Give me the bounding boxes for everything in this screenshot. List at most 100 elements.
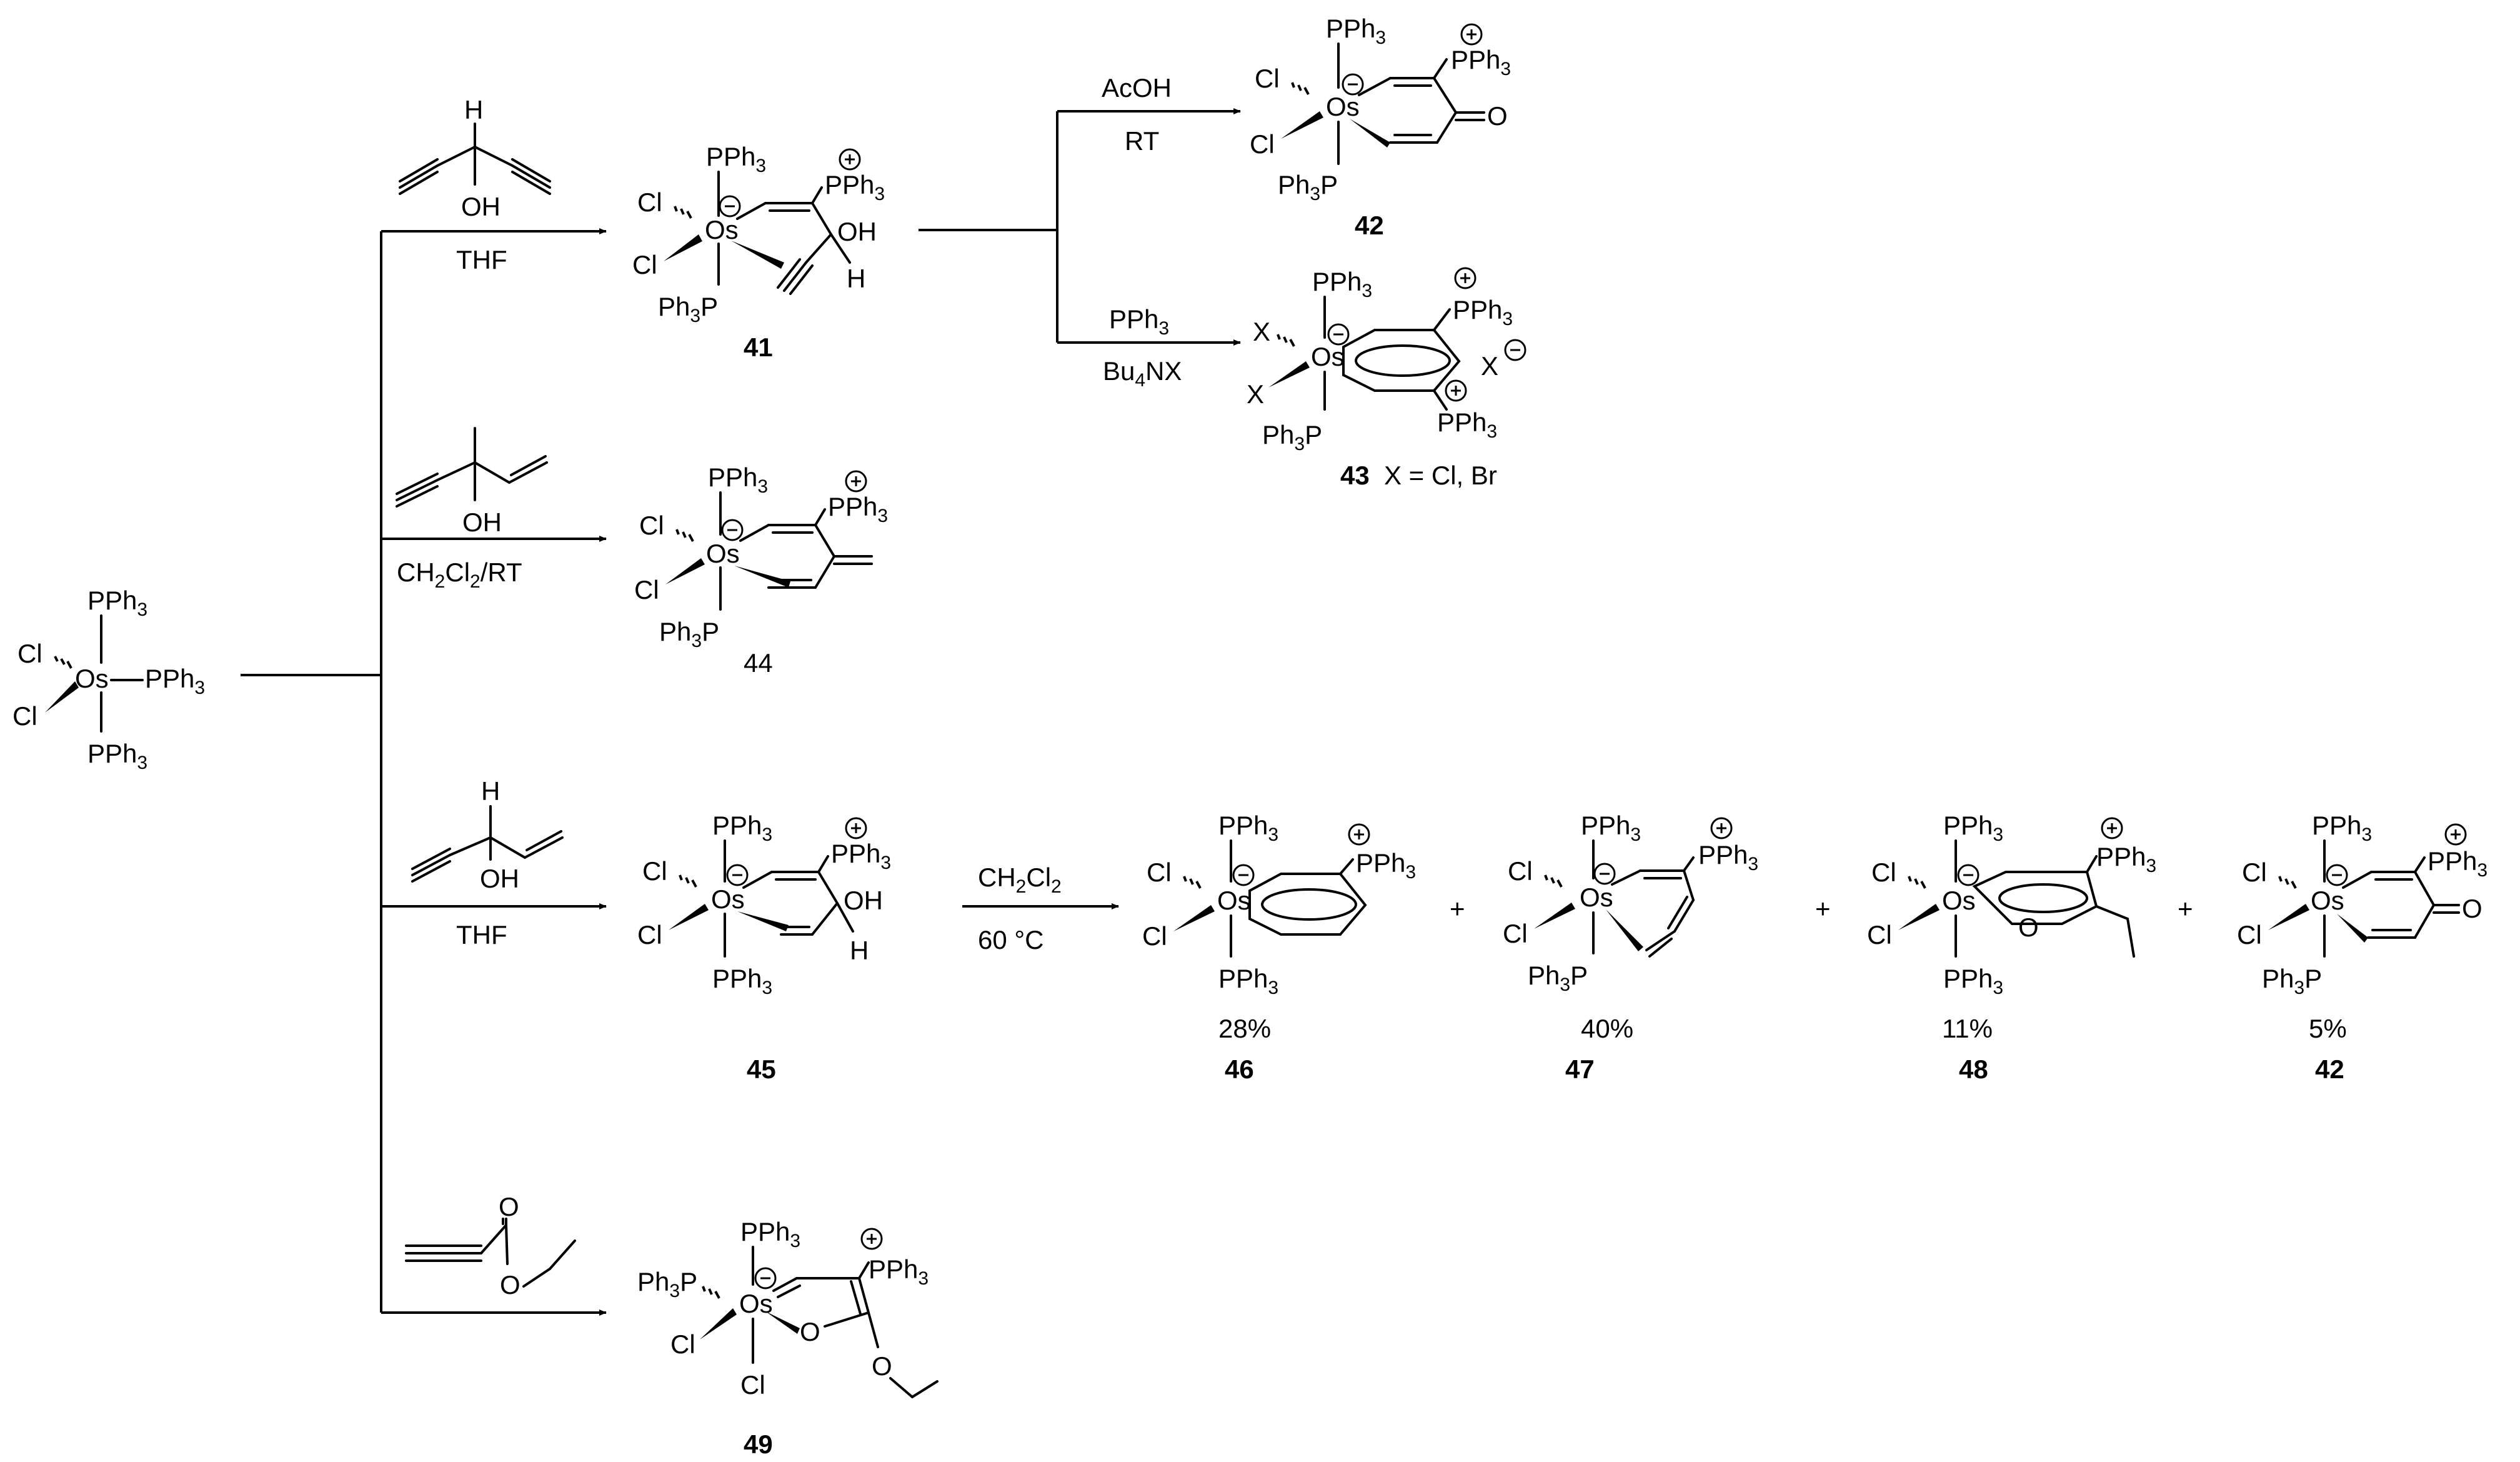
counterion-x: X — [1481, 351, 1498, 381]
carbonyl-o: O — [499, 1192, 519, 1221]
hash-bond — [1183, 876, 1202, 889]
pph3-cation: PPh3 — [1451, 45, 1511, 79]
cation-charge — [1460, 23, 1483, 46]
ligand-cl: Cl — [1871, 858, 1896, 887]
anion-charge — [2326, 864, 2348, 886]
split-arrows-41: AcOH RT PPh3 Bu4NX — [919, 73, 1241, 391]
reagent-acoh: AcOH — [1102, 73, 1172, 103]
oh-group: OH — [844, 886, 883, 915]
bond — [436, 146, 476, 167]
ligand-x: X — [1247, 379, 1264, 409]
bond — [811, 202, 832, 236]
h-atom: H — [464, 95, 483, 124]
bond — [396, 485, 439, 508]
bond — [511, 158, 551, 183]
wedge-bond — [1534, 903, 1575, 929]
bond — [814, 555, 835, 589]
bond — [411, 854, 451, 876]
ligand-ph3p: Ph3P — [637, 1267, 697, 1301]
wedge-bond — [664, 234, 702, 261]
bond — [814, 508, 826, 526]
bond — [817, 871, 839, 904]
wedge-bond — [45, 681, 79, 713]
bond — [411, 860, 451, 883]
anion-charge — [726, 864, 749, 886]
ligand-cl: Cl — [642, 856, 667, 886]
cation-charge — [2101, 817, 2123, 839]
bond — [1433, 58, 1448, 79]
ligand-pph3: PPh3 — [706, 142, 766, 176]
plus-sign: + — [1815, 894, 1831, 923]
hash-bond — [1544, 874, 1563, 888]
anion-charge — [1504, 339, 1526, 361]
bond — [772, 1277, 798, 1292]
ligand-ph3p: Ph3P — [1262, 420, 1322, 454]
aromatic-circle — [1261, 888, 1357, 921]
yield-42: 5% — [2309, 1014, 2347, 1043]
compound-43: PPh3 Os X X Ph3P PPh3 PPh3 X 43 X = Cl, … — [1247, 267, 1526, 490]
plus-sign: + — [1450, 894, 1465, 923]
bond — [525, 830, 562, 851]
branch-lines — [241, 228, 607, 1316]
bond — [505, 1224, 509, 1265]
ring-o: O — [800, 1317, 820, 1346]
cation-charge — [1710, 817, 1733, 839]
bond — [436, 461, 476, 481]
pph3-cation: PPh3 — [828, 492, 888, 526]
ligand-pph3: PPh3 — [708, 463, 768, 497]
aromatic-circle — [1998, 883, 2088, 913]
ligand-cl: Cl — [1250, 129, 1275, 159]
h-atom: H — [481, 776, 500, 806]
bond — [524, 836, 564, 859]
yield-48: 11% — [1942, 1014, 1993, 1043]
ligand-ph3p: Ph3P — [659, 617, 719, 651]
bond — [777, 1284, 801, 1298]
ligand-ph3p: Ph3P — [2262, 964, 2322, 998]
pph3-cation: PPh3 — [1698, 840, 1758, 874]
compound-42-label: 42 — [1355, 211, 1384, 240]
compound-44-label: 44 — [744, 648, 773, 678]
bond — [817, 855, 829, 873]
compound-45: PPh3 Os Cl Cl PPh3 PPh3 OH H 45 — [637, 811, 891, 1084]
pph3-cation: PPh3 — [869, 1254, 929, 1289]
bond — [814, 524, 835, 558]
bond — [739, 524, 770, 542]
ligand-cl: Cl — [634, 575, 659, 604]
bond — [449, 836, 492, 856]
cation-charge — [845, 817, 867, 839]
h-atom: H — [847, 264, 865, 293]
yield-46: 28% — [1218, 1014, 1271, 1043]
bond — [474, 461, 510, 484]
hash-bond — [675, 529, 694, 542]
wedge-bond — [1268, 361, 1310, 388]
ligand-ph3p: Ph3P — [1278, 170, 1338, 204]
ester-o: O — [872, 1351, 892, 1381]
compound-46: PPh3 Os Cl Cl PPh3 PPh3 28% 46 — [1142, 811, 1416, 1084]
pph3-cation: PPh3 — [2428, 846, 2488, 881]
compound-42: PPh3 Os Cl Cl Ph3P PPh3 O 42 — [1250, 14, 1511, 240]
anion-charge — [1342, 73, 1364, 96]
metal-os: Os — [1217, 886, 1251, 915]
bond — [867, 1311, 879, 1348]
anion-charge — [1232, 864, 1255, 886]
temperature: 60 °C — [978, 925, 1044, 954]
compound-47-label: 47 — [1565, 1054, 1595, 1084]
ligand-pph3: PPh3 — [1326, 14, 1386, 48]
bond — [2342, 871, 2373, 889]
metal-os: Os — [739, 1289, 773, 1318]
metal-os: Os — [2311, 886, 2344, 915]
bond — [811, 902, 839, 936]
ester-o: O — [500, 1270, 520, 1299]
metal-os: Os — [1942, 886, 1976, 915]
bond — [889, 1377, 914, 1398]
wedge-bond — [700, 1308, 737, 1339]
ligand-cl: Cl — [670, 1329, 695, 1359]
bond — [911, 1380, 939, 1398]
compound-46-label: 46 — [1225, 1054, 1254, 1084]
wedge-bond — [737, 911, 789, 931]
hash-bond — [1908, 876, 1926, 889]
reagent-enynol: H OH THF — [411, 776, 564, 949]
wedge-bond — [665, 558, 705, 584]
pph3-cation: PPh3 — [2096, 842, 2156, 876]
hash-bond — [1277, 334, 1295, 347]
